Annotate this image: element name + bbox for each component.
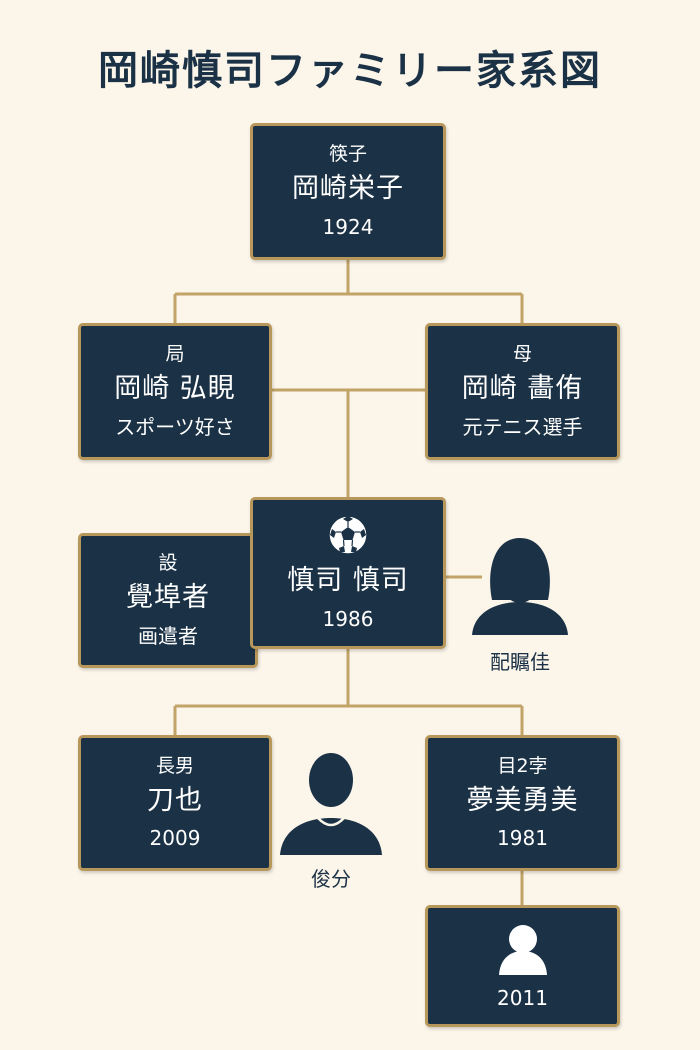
node-sub: 1924 — [322, 214, 374, 239]
node-sub: 1986 — [322, 606, 374, 631]
node-name: 刀也 — [147, 784, 203, 816]
node-role: 長男 — [155, 754, 194, 777]
node-name: 夢美勇美 — [466, 784, 579, 816]
node-eldest-son: 長男 刀也 2009 — [78, 735, 272, 871]
node-sub: スポーツ好さ — [115, 414, 235, 439]
node-role: 局 — [165, 343, 185, 366]
node-role: 筷子 — [328, 143, 367, 166]
node-role: 目2孛 — [497, 754, 548, 777]
node-grandchild: 2011 — [425, 905, 620, 1027]
female-silhouette-icon — [472, 538, 568, 635]
node-role: 母 — [512, 343, 532, 366]
node-left-relative: 設 覺埠者 画遣者 — [78, 533, 258, 668]
male-silhouette-icon — [280, 753, 382, 855]
page-title: 岡崎慎司ファミリー家系図 — [98, 48, 602, 94]
node-self: 慎司 慎司 1986 — [250, 497, 446, 649]
node-sub: 元テニス選手 — [462, 414, 583, 439]
node-grandmother: 筷子 岡崎栄子 1924 — [250, 123, 446, 260]
soccer-ball-icon — [328, 515, 368, 555]
child-avatar-icon — [498, 925, 547, 975]
node-name: 岡崎 畵侑 — [461, 373, 584, 405]
node-sub: 2009 — [149, 826, 201, 851]
node-name: 岡崎 弘睍 — [114, 373, 236, 405]
node-role: 設 — [158, 552, 178, 575]
spouse-label: 配瞩佳 — [490, 650, 550, 674]
node-name: 岡崎栄子 — [292, 173, 404, 205]
node-name: 覺埠者 — [126, 582, 210, 614]
node-sub: 2011 — [497, 986, 548, 1010]
node-father: 局 岡崎 弘睍 スポーツ好さ — [78, 323, 272, 460]
node-name: 慎司 慎司 — [287, 565, 409, 597]
node-sub: 画遣者 — [138, 623, 198, 648]
node-sub: 1981 — [497, 826, 548, 851]
node-daughter: 目2孛 夢美勇美 1981 — [425, 735, 620, 871]
node-mother: 母 岡崎 畵侑 元テニス選手 — [425, 323, 620, 460]
son-partner-label: 俊分 — [311, 867, 351, 891]
